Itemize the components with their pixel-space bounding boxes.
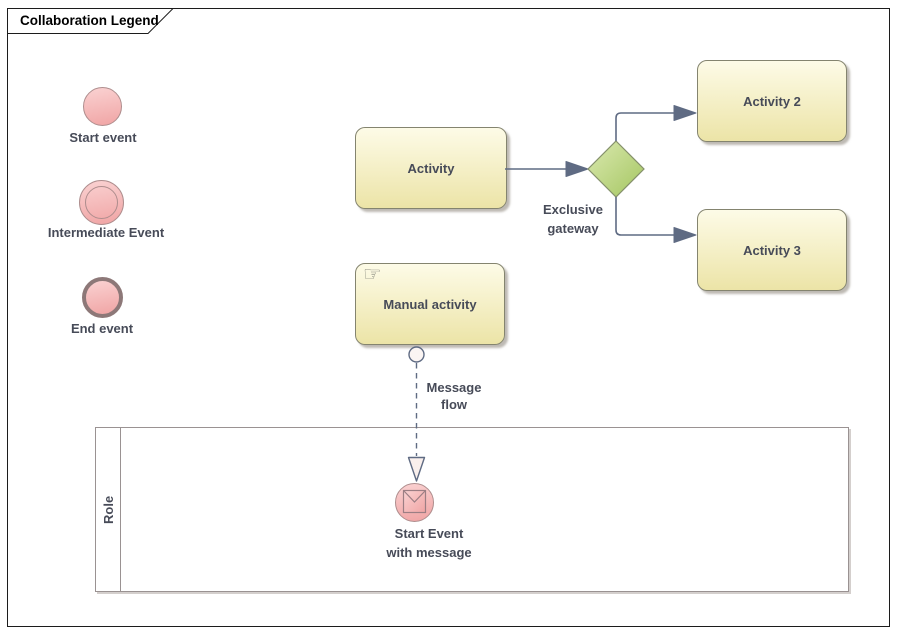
start-event-shape[interactable] (83, 87, 122, 126)
lane-role-label: Role (101, 495, 116, 524)
activity-node[interactable]: Activity (355, 127, 507, 209)
end-event-shape[interactable] (82, 277, 123, 318)
activity-label: Activity (407, 160, 455, 176)
intermediate-event-inner-ring (85, 186, 118, 219)
intermediate-event-shape[interactable] (79, 180, 124, 225)
lane-header-divider (120, 428, 121, 591)
exclusive-gateway-label: Exclusive gateway (543, 202, 603, 236)
activity-2-label: Activity 2 (743, 93, 801, 109)
diagram-title: Collaboration Legend (20, 13, 159, 28)
diagram-frame (7, 8, 890, 627)
intermediate-event-label: Intermediate Event (47, 225, 165, 240)
end-event-label: End event (70, 321, 134, 336)
message-flow-label: Message flow (426, 380, 482, 412)
manual-hand-icon: ☞ (363, 263, 382, 286)
activity-3-node[interactable]: Activity 3 (697, 209, 847, 291)
manual-activity-label: Manual activity (383, 296, 477, 312)
lane-role[interactable]: Role (95, 427, 849, 592)
manual-activity-node[interactable]: ☞ Manual activity (355, 263, 505, 345)
activity-3-label: Activity 3 (743, 242, 801, 258)
start-event-with-message-shape[interactable] (395, 483, 434, 522)
start-event-label: Start event (69, 130, 137, 145)
start-event-with-message-label: Start Event with message (386, 526, 472, 560)
activity-2-node[interactable]: Activity 2 (697, 60, 847, 142)
